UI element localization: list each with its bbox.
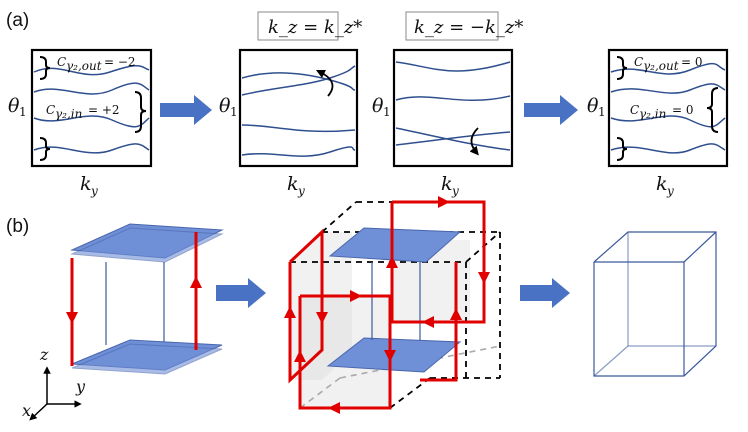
c-out-value: = −2 bbox=[104, 55, 136, 69]
c-out-sub: γ₂,out bbox=[66, 59, 102, 73]
structure-intermediate bbox=[284, 196, 501, 414]
box-frame bbox=[607, 48, 729, 168]
kz-plus-box bbox=[257, 11, 339, 41]
theta-sub-4: 1 bbox=[598, 105, 606, 119]
kz-minus-box bbox=[405, 11, 499, 41]
c-in-symbol-final: C bbox=[630, 103, 639, 117]
coordinate-axes: z y x bbox=[22, 345, 86, 421]
c-out-symbol-final: C bbox=[634, 55, 643, 69]
kz-plus-label: k_z = k_z* bbox=[268, 17, 362, 38]
c-in-value-final: = 0 bbox=[672, 103, 694, 117]
flow-arrow-4 bbox=[520, 278, 570, 308]
structure-initial bbox=[66, 223, 224, 375]
ky-sub-1: y bbox=[90, 184, 98, 198]
flow-arrow-3 bbox=[216, 278, 266, 308]
ky-sub-3: y bbox=[451, 184, 459, 198]
c-in-sub: γ₂,in bbox=[55, 107, 82, 121]
axis-z-label: z bbox=[39, 345, 49, 364]
panel-a-label: (a) bbox=[6, 10, 29, 31]
band-box-initial: C γ₂,out = −2 C γ₂,in = +2 bbox=[30, 48, 153, 168]
ky-label-2: k bbox=[287, 173, 299, 195]
ky-label-1: k bbox=[80, 173, 92, 195]
theta-sub-2: 1 bbox=[230, 105, 238, 119]
flow-arrow-2 bbox=[524, 95, 578, 125]
axis-y-label: y bbox=[75, 377, 86, 396]
theta-sub-3: 1 bbox=[383, 105, 391, 119]
panel-b-label: (b) bbox=[6, 216, 29, 237]
band-box-kz-minus bbox=[392, 48, 514, 168]
c-in-sub-final: γ₂,in bbox=[639, 107, 666, 121]
theta-label-2: θ bbox=[219, 95, 231, 117]
box-frame bbox=[30, 48, 153, 168]
theta-sub-1: 1 bbox=[19, 105, 27, 119]
flow-arrow-1 bbox=[160, 95, 212, 125]
theta-label-1: θ bbox=[8, 95, 20, 117]
structure-final bbox=[593, 231, 717, 377]
box-frame bbox=[238, 48, 359, 168]
c-out-sub-final: γ₂,out bbox=[643, 59, 679, 73]
ky-sub-2: y bbox=[297, 184, 305, 198]
theta-label-3: θ bbox=[372, 95, 384, 117]
theta-label-4: θ bbox=[587, 95, 599, 117]
kz-minus-label: k_z = −k_z* bbox=[414, 17, 523, 38]
ky-label-4: k bbox=[656, 173, 668, 195]
ky-sub-4: y bbox=[666, 184, 674, 198]
ky-label-3: k bbox=[441, 173, 453, 195]
c-in-symbol: C bbox=[46, 103, 55, 117]
box-frame bbox=[392, 48, 514, 168]
c-out-symbol: C bbox=[57, 55, 66, 69]
band-box-final: C γ₂,out = 0 C γ₂,in = 0 bbox=[607, 48, 729, 168]
c-out-value-final: = 0 bbox=[681, 55, 703, 69]
axis-x-label: x bbox=[22, 401, 31, 420]
c-in-value: = +2 bbox=[88, 103, 120, 117]
band-box-kz-plus bbox=[238, 48, 359, 168]
